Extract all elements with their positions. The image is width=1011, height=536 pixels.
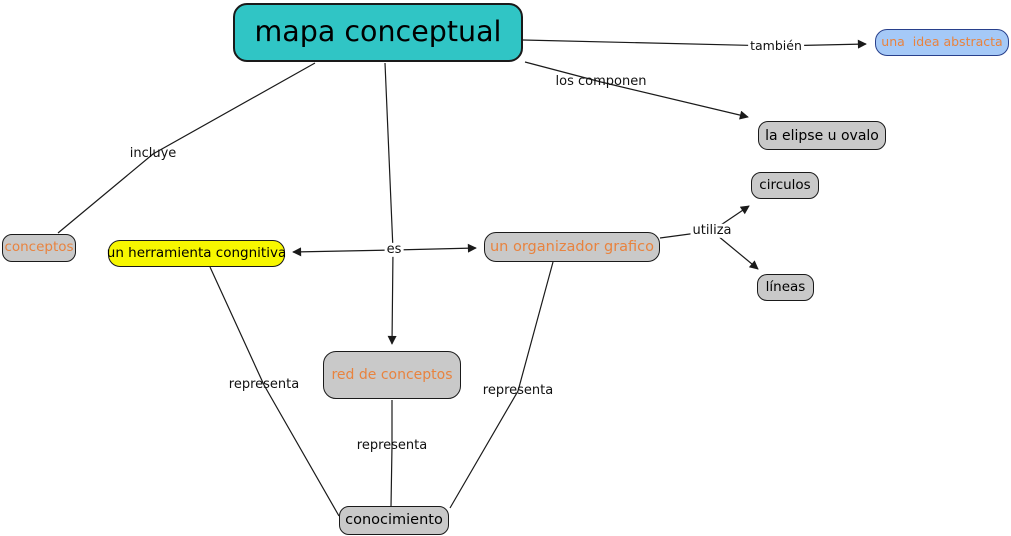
edge-mapa-to-conceptos	[57, 62, 316, 234]
edge-label-utiliza[interactable]: utiliza	[690, 222, 734, 239]
edge-mapa-to-elipse	[524, 61, 749, 120]
edge-mapa-to-red	[384, 62, 397, 345]
node-red-de-conceptos[interactable]: red de conceptos	[323, 351, 461, 399]
edge-herramienta-to-conocimiento	[209, 266, 340, 517]
edge-label-representa-center[interactable]: representa	[356, 437, 428, 453]
node-circulos[interactable]: circulos	[751, 172, 819, 199]
node-lineas[interactable]: líneas	[757, 274, 814, 301]
edge-label-representa-left[interactable]: representa	[228, 376, 300, 392]
node-mapa-conceptual[interactable]: mapa conceptual	[233, 3, 523, 62]
node-conocimiento[interactable]: conocimiento	[339, 506, 449, 535]
edge-red-to-conocimiento	[390, 400, 393, 508]
edge-label-tambien[interactable]: también	[748, 38, 804, 54]
node-una-idea-abstracta[interactable]: una idea abstracta	[875, 29, 1009, 56]
edge-label-es[interactable]: es	[384, 241, 404, 258]
edge-es-to-herramienta	[292, 247, 395, 257]
node-conceptos[interactable]: conceptos	[2, 234, 76, 262]
node-la-elipse-u-ovalo[interactable]: la elipse u ovalo	[758, 121, 886, 150]
edge-label-los-componen[interactable]: los componen	[555, 73, 647, 89]
edge-es-to-organizador	[393, 243, 477, 253]
edge-label-incluye[interactable]: incluye	[129, 145, 177, 161]
edge-mapa-to-idea	[522, 39, 867, 49]
edge-organizador-to-conocimiento	[449, 261, 554, 509]
node-herramienta-cognitiva[interactable]: un herramienta congnitiva	[107, 240, 286, 267]
edge-label-representa-right[interactable]: representa	[482, 382, 554, 398]
node-organizador-grafico[interactable]: un organizador grafico	[484, 232, 660, 262]
